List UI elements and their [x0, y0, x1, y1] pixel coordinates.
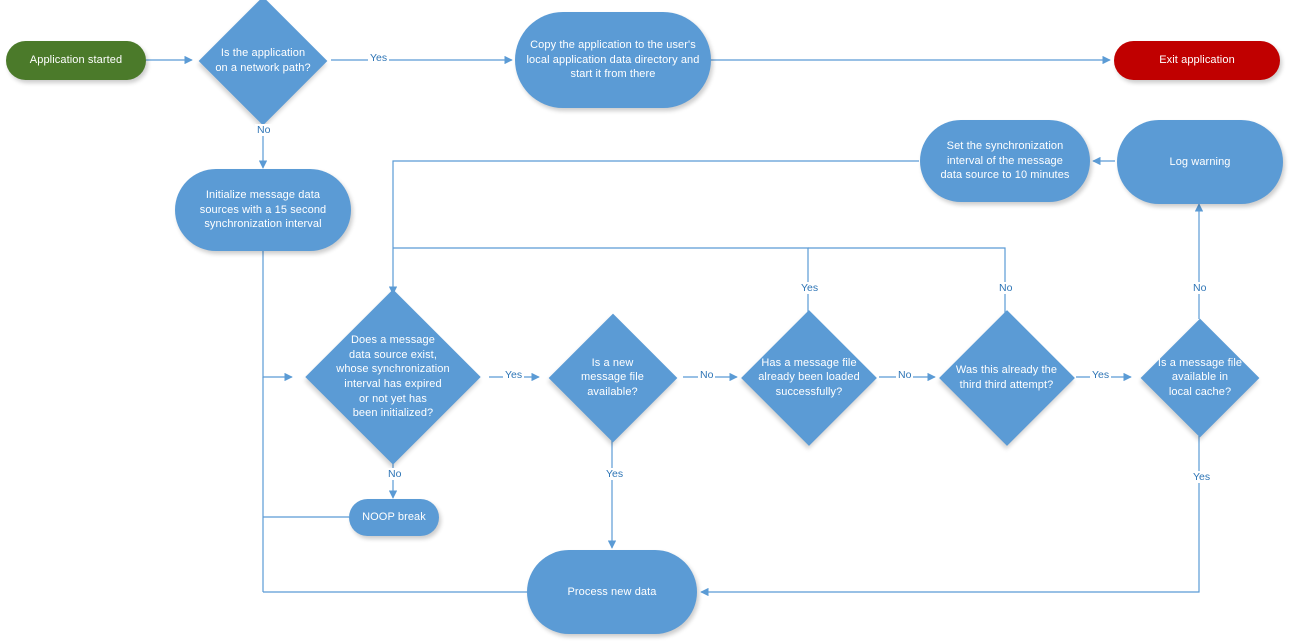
edge-label-no-source: No — [386, 468, 404, 480]
node-has-message-file-already-loaded[interactable]: Has a message file already been loaded s… — [738, 309, 880, 446]
node-is-new-message-file-available[interactable]: Is a new message file available? — [541, 313, 684, 442]
edge-label-no-network: No — [255, 124, 273, 136]
node-log-warning[interactable]: Log warning — [1117, 120, 1283, 204]
edge-label-yes-source: Yes — [503, 369, 525, 381]
node-label: NOOP break — [362, 511, 426, 524]
node-was-third-attempt[interactable]: Was this already the third third attempt… — [936, 309, 1077, 446]
node-exit-application[interactable]: Exit application — [1114, 41, 1280, 80]
node-label: Is a new message file available? — [581, 356, 644, 398]
node-label: Is the application on a network path? — [215, 46, 311, 74]
node-noop-break[interactable]: NOOP break — [349, 499, 439, 536]
node-label: Copy the application to the user's local… — [526, 39, 700, 81]
node-is-message-file-in-local-cache[interactable]: Is a message file available in local cac… — [1130, 318, 1270, 437]
node-label: Does a message data source exist, whose … — [336, 334, 450, 420]
node-label: Is a message file available in local cac… — [1157, 356, 1243, 398]
edge-label-yes-network: Yes — [368, 52, 390, 64]
node-application-started[interactable]: Application started — [6, 41, 146, 80]
edge-third-no-to-source — [808, 247, 1006, 319]
node-does-message-data-source-exist[interactable]: Does a message data source exist, whose … — [296, 289, 490, 465]
node-label: Log warning — [1169, 155, 1231, 168]
node-label: Initialize message data sources with a 1… — [199, 189, 327, 231]
node-set-synchronization-interval[interactable]: Set the synchronization interval of the … — [920, 120, 1090, 202]
node-label: Process new data — [567, 585, 657, 598]
edge-label-yes-newfile: Yes — [604, 468, 626, 480]
node-process-new-data[interactable]: Process new data — [527, 550, 697, 634]
node-label: Has a message file already been loaded s… — [758, 356, 860, 398]
edge-label-yes-cache: Yes — [1191, 471, 1213, 483]
edge-label-yes-third: Yes — [1090, 369, 1112, 381]
edge-label-yes-loaded: Yes — [799, 282, 821, 294]
edge-label-no-third: No — [997, 282, 1015, 294]
edge-cache-yes-to-process — [700, 436, 1200, 597]
edge-label-no-loaded: No — [896, 369, 914, 381]
node-label: Application started — [29, 54, 123, 67]
node-label: Set the synchronization interval of the … — [940, 140, 1070, 182]
node-label: Was this already the third third attempt… — [955, 363, 1058, 391]
edge-init-to-source — [262, 250, 293, 382]
edge-setinterval-to-source — [388, 160, 919, 295]
node-is-application-on-network-path[interactable]: Is the application on a network path? — [193, 0, 333, 125]
node-initialize-message-data-sources[interactable]: Initialize message data sources with a 1… — [175, 169, 351, 251]
edge-label-no-cache: No — [1191, 282, 1209, 294]
edge-label-no-newfile: No — [698, 369, 716, 381]
node-label: Exit application — [1159, 54, 1235, 67]
node-copy-application-locally[interactable]: Copy the application to the user's local… — [515, 12, 711, 108]
